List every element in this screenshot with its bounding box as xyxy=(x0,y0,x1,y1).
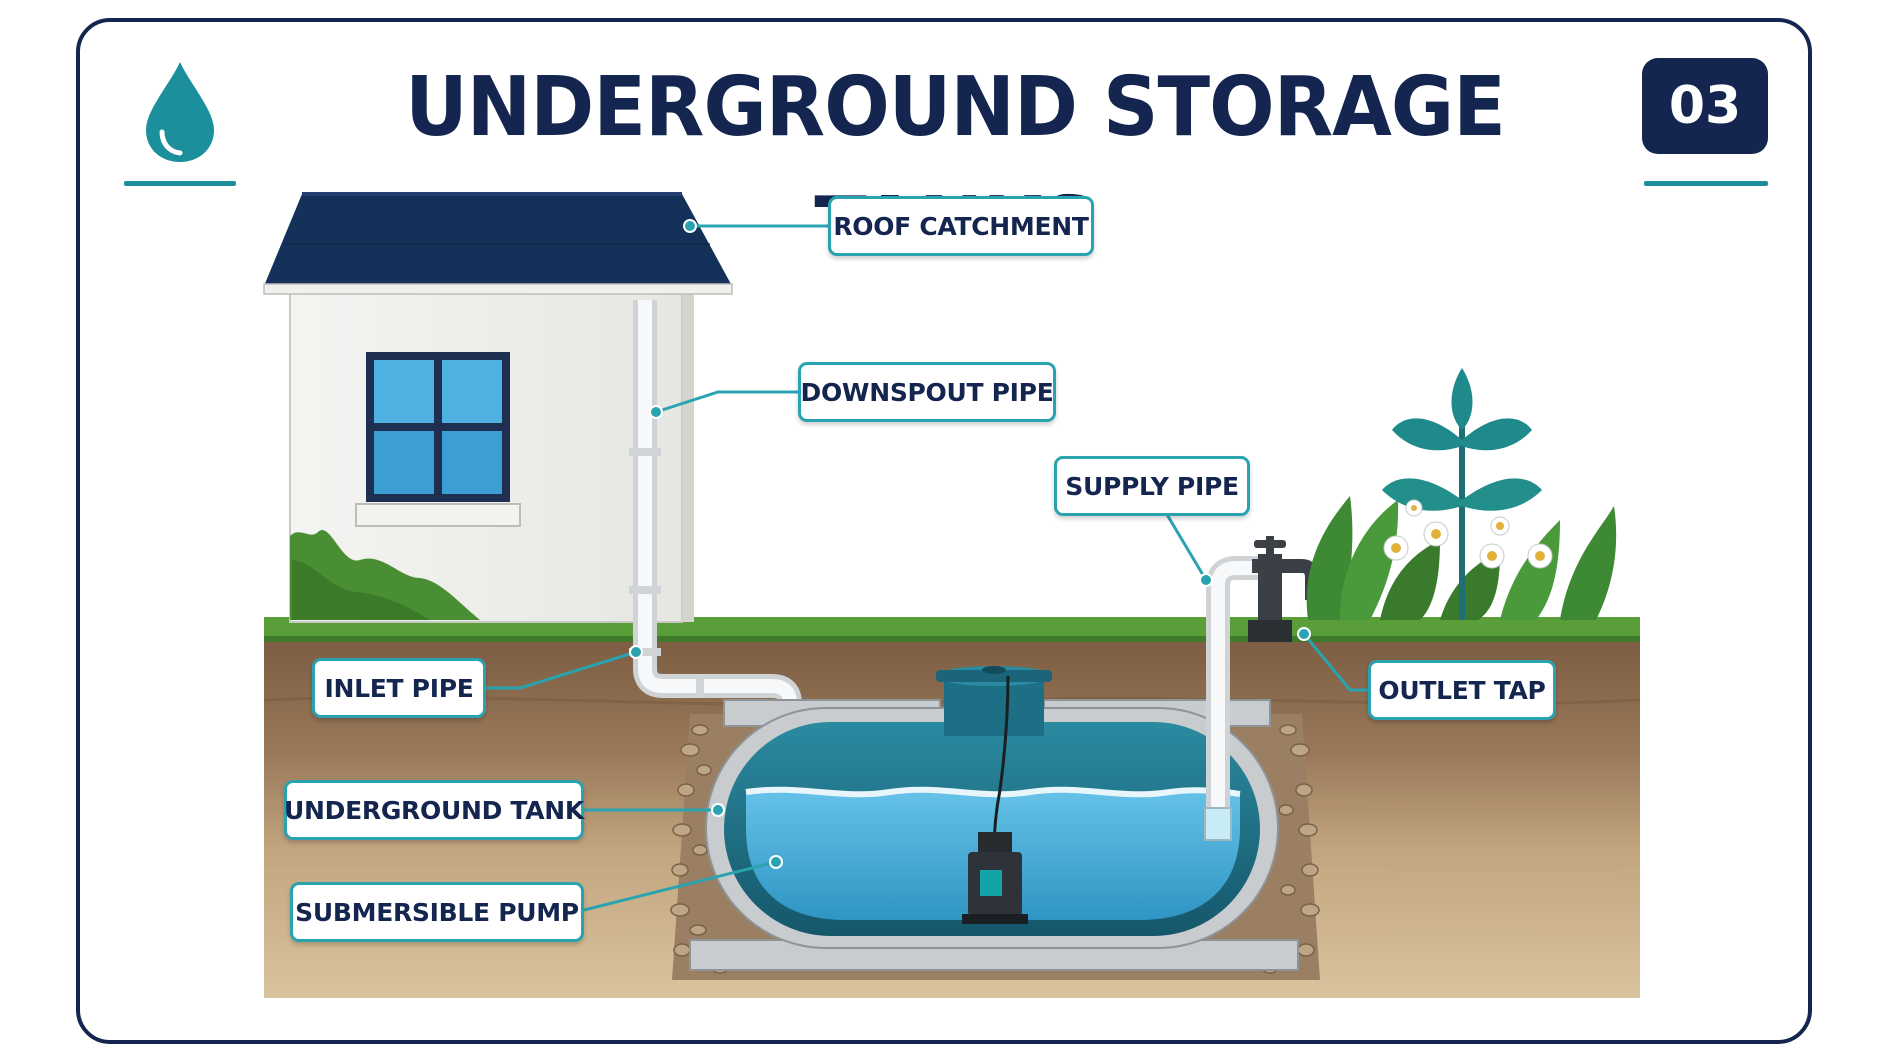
callout-supply-pipe: SUPPLY PIPE xyxy=(1054,456,1250,516)
callout-outlet-tap: OUTLET TAP xyxy=(1368,660,1556,720)
callout-underground-tank: UNDERGROUND TANK xyxy=(284,780,584,840)
house-window xyxy=(356,352,520,526)
roof xyxy=(264,194,732,294)
callout-downspout-pipe: DOWNSPOUT PIPE xyxy=(798,362,1056,422)
garden-plants xyxy=(1307,368,1616,620)
daisy-flowers xyxy=(1384,500,1552,568)
callout-roof-catchment: ROOF CATCHMENT xyxy=(828,196,1094,256)
callout-submersible-pump: SUBMERSIBLE PUMP xyxy=(290,882,584,942)
callout-inlet-pipe: INLET PIPE xyxy=(312,658,486,718)
